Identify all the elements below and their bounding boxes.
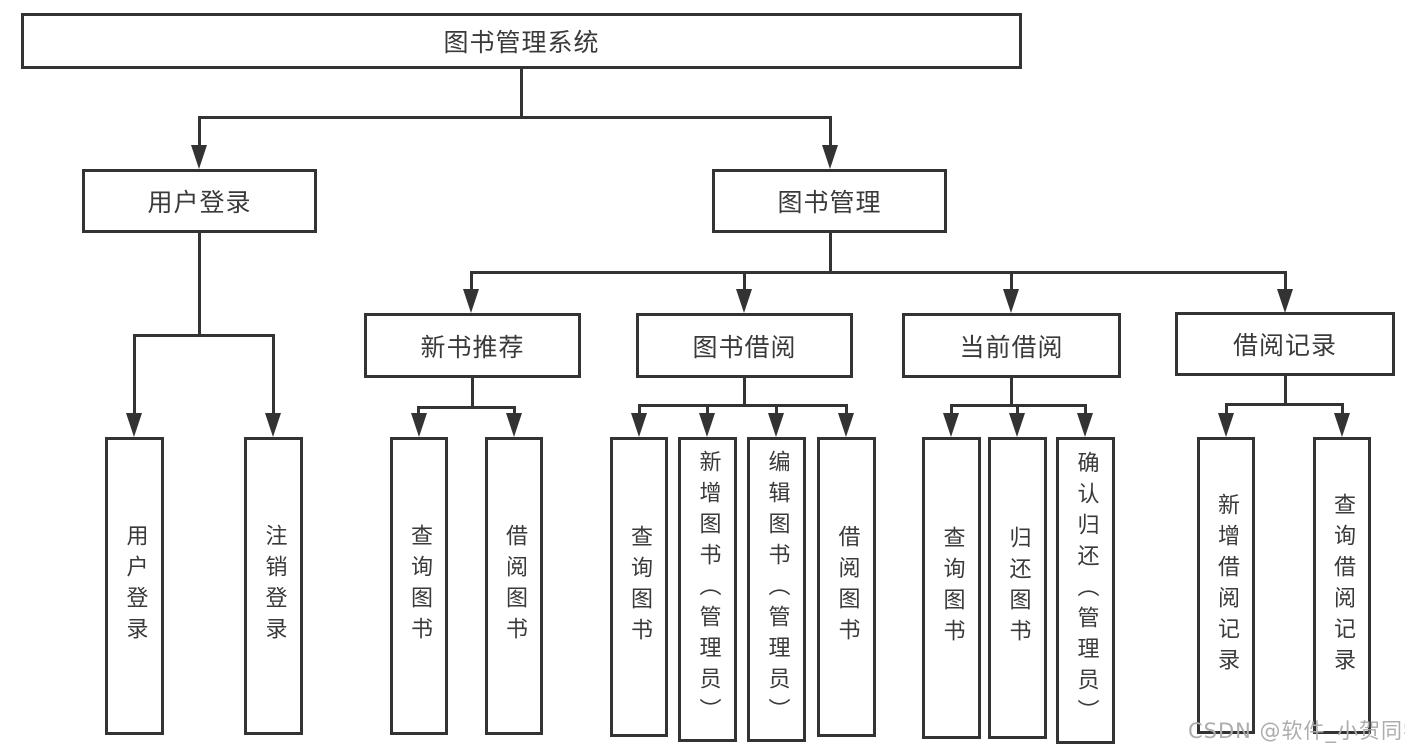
connector-line — [1341, 403, 1344, 413]
arrow-down-icon — [506, 413, 522, 437]
connector-line — [1284, 271, 1287, 291]
connector-line — [829, 116, 832, 147]
connector-line — [133, 334, 136, 413]
arrow-down-icon — [631, 413, 647, 437]
connector-line — [638, 404, 641, 413]
watermark: CSDN @软件_小贺同学 — [1188, 719, 1405, 743]
node-book-management: 图书管理 — [712, 169, 947, 233]
node-book-borrow: 图书借阅 — [636, 313, 853, 378]
arrow-down-icon — [1334, 413, 1350, 437]
node-borrow-records: 借阅记录 — [1175, 312, 1395, 376]
connector-line — [520, 69, 523, 118]
connector-line — [1084, 404, 1087, 413]
leaf-logout: 注销登录 — [244, 437, 303, 735]
node-current-borrow: 当前借阅 — [902, 313, 1121, 378]
arrow-down-icon — [822, 145, 838, 169]
connector-line — [272, 334, 275, 413]
leaf-records-add-record: 新增借阅记录 — [1197, 437, 1255, 734]
leaf-newbook-borrow-books: 借阅图书 — [485, 437, 543, 735]
connector-line — [133, 334, 275, 337]
connector-line — [1225, 403, 1228, 413]
leaf-records-query-record: 查询借阅记录 — [1313, 437, 1371, 734]
arrow-down-icon — [411, 413, 427, 437]
arrow-down-icon — [265, 413, 281, 437]
leaf-current-return-books: 归还图书 — [988, 437, 1047, 739]
connector-line — [743, 378, 746, 406]
arrow-down-icon — [1009, 413, 1025, 437]
connector-line — [470, 271, 1287, 274]
connector-line — [1010, 378, 1013, 406]
arrow-down-icon — [463, 289, 479, 313]
arrow-down-icon — [736, 289, 752, 313]
arrow-down-icon — [1218, 413, 1234, 437]
leaf-newbook-query-books: 查询图书 — [390, 437, 448, 735]
leaf-borrow-query-books: 查询图书 — [610, 437, 668, 737]
connector-line — [775, 404, 778, 413]
connector-line — [198, 233, 201, 335]
connector-line — [471, 378, 474, 408]
connector-line — [845, 404, 848, 413]
leaf-borrow-add-books-admin: 新增图书（管理员） — [678, 437, 737, 742]
arrow-down-icon — [1277, 289, 1293, 313]
leaf-current-query-books: 查询图书 — [922, 437, 981, 739]
connector-line — [417, 406, 516, 409]
connector-line — [1225, 403, 1344, 406]
connector-line — [950, 404, 953, 413]
connector-line — [1284, 376, 1287, 405]
arrow-down-icon — [191, 145, 207, 169]
node-root: 图书管理系统 — [21, 13, 1022, 69]
leaf-current-confirm-return-admin: 确认归还（管理员） — [1056, 437, 1115, 744]
node-new-book-recommend: 新书推荐 — [364, 313, 581, 378]
arrow-down-icon — [768, 413, 784, 437]
connector-line — [638, 404, 848, 407]
leaf-borrow-borrow-books: 借阅图书 — [817, 437, 876, 737]
connector-line — [470, 271, 473, 291]
connector-line — [829, 233, 832, 272]
connector-line — [417, 406, 420, 415]
connector-line — [706, 404, 709, 413]
arrow-down-icon — [943, 413, 959, 437]
arrow-down-icon — [699, 413, 715, 437]
arrow-down-icon — [1003, 289, 1019, 313]
arrow-down-icon — [126, 413, 142, 437]
connector-line — [198, 116, 832, 119]
arrow-down-icon — [838, 413, 854, 437]
connector-line — [743, 271, 746, 291]
node-user-login: 用户登录 — [82, 169, 317, 233]
leaf-user-login: 用户登录 — [105, 437, 164, 735]
connector-line — [198, 116, 201, 147]
connector-line — [1010, 271, 1013, 291]
arrow-down-icon — [1077, 413, 1093, 437]
connector-line — [1016, 404, 1019, 413]
leaf-borrow-edit-books-admin: 编辑图书（管理员） — [747, 437, 806, 742]
connector-line — [513, 406, 516, 415]
